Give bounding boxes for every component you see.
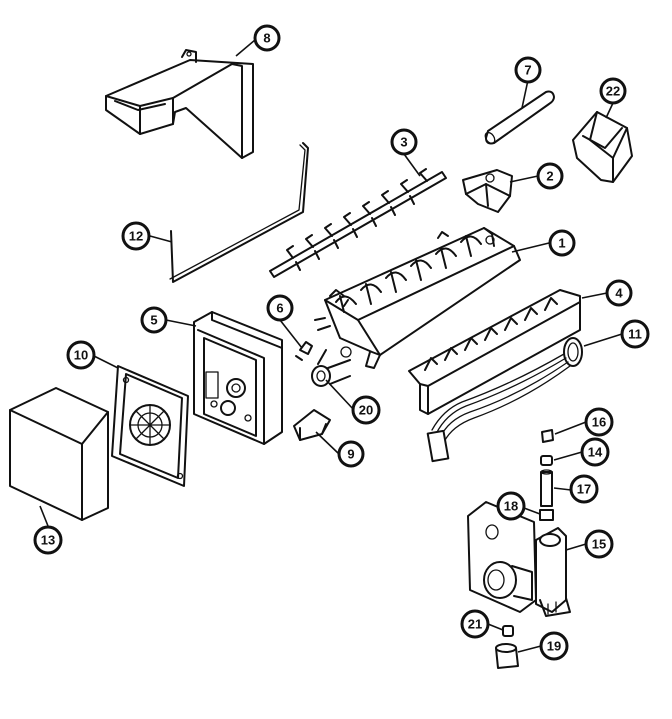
svg-text:8: 8 — [263, 31, 270, 46]
callout-15: 15 — [584, 529, 614, 559]
svg-text:9: 9 — [347, 447, 354, 462]
callout-5: 5 — [140, 306, 168, 334]
svg-text:14: 14 — [588, 445, 603, 460]
svg-text:22: 22 — [606, 84, 620, 99]
svg-text:19: 19 — [547, 639, 561, 654]
callout-18: 18 — [496, 491, 526, 521]
svg-text:20: 20 — [359, 403, 373, 418]
svg-text:13: 13 — [41, 533, 55, 548]
svg-text:6: 6 — [276, 301, 283, 316]
part-6-clip — [295, 341, 313, 361]
callout-7: 7 — [514, 56, 542, 84]
callout-4: 4 — [605, 279, 633, 307]
part-2-bracket — [462, 169, 513, 213]
callout-9: 9 — [337, 440, 365, 468]
part-13-cover — [9, 387, 109, 521]
part-10-mounting-plate — [111, 365, 189, 487]
callout-22: 22 — [599, 77, 627, 105]
part-15-water-valve — [467, 501, 571, 617]
part-16-fitting — [541, 429, 554, 443]
callout-20: 20 — [351, 395, 381, 425]
part-17-tube — [540, 469, 553, 507]
part-11-wiring-harness — [426, 337, 583, 463]
svg-text:3: 3 — [400, 135, 407, 150]
svg-text:11: 11 — [628, 327, 642, 342]
svg-text:2: 2 — [546, 169, 553, 184]
callout-19: 19 — [539, 631, 569, 661]
callout-11: 11 — [620, 319, 650, 349]
svg-text:10: 10 — [74, 348, 88, 363]
part-9-bracket — [293, 409, 331, 441]
callout-21: 21 — [460, 609, 490, 639]
callout-14: 14 — [580, 437, 610, 467]
part-3-ejector — [269, 168, 447, 278]
part-22-cup — [572, 111, 633, 183]
part-19-nut — [495, 643, 519, 669]
callout-2: 2 — [536, 162, 564, 190]
part-8-fill-chute — [105, 49, 254, 159]
callout-10: 10 — [66, 340, 96, 370]
part-21-nut — [502, 625, 514, 637]
callout-17: 17 — [569, 474, 599, 504]
part-12-shutoff-arm — [169, 142, 309, 283]
svg-text:12: 12 — [129, 229, 143, 244]
callout-1: 1 — [548, 229, 576, 257]
part-4-shield — [408, 289, 581, 415]
part-7-rod — [484, 90, 555, 145]
part-14-nut — [540, 455, 553, 466]
part-5-housing — [193, 311, 283, 445]
callout-3: 3 — [390, 128, 418, 156]
leader-lines — [39, 39, 623, 653]
svg-text:18: 18 — [504, 499, 518, 514]
part-1-mold — [314, 227, 521, 369]
callout-6: 6 — [266, 294, 294, 322]
part-18-ferrule — [539, 509, 554, 521]
svg-text:17: 17 — [577, 482, 591, 497]
callout-8: 8 — [253, 24, 281, 52]
svg-text:5: 5 — [150, 313, 157, 328]
svg-text:16: 16 — [592, 415, 606, 430]
callout-16: 16 — [584, 407, 614, 437]
svg-text:7: 7 — [524, 63, 531, 78]
part-20-thermostat — [311, 349, 351, 387]
svg-text:1: 1 — [558, 236, 565, 251]
callout-13: 13 — [33, 525, 63, 555]
svg-text:15: 15 — [592, 537, 606, 552]
callout-12: 12 — [121, 221, 151, 251]
svg-text:4: 4 — [615, 286, 623, 301]
svg-text:21: 21 — [468, 617, 482, 632]
